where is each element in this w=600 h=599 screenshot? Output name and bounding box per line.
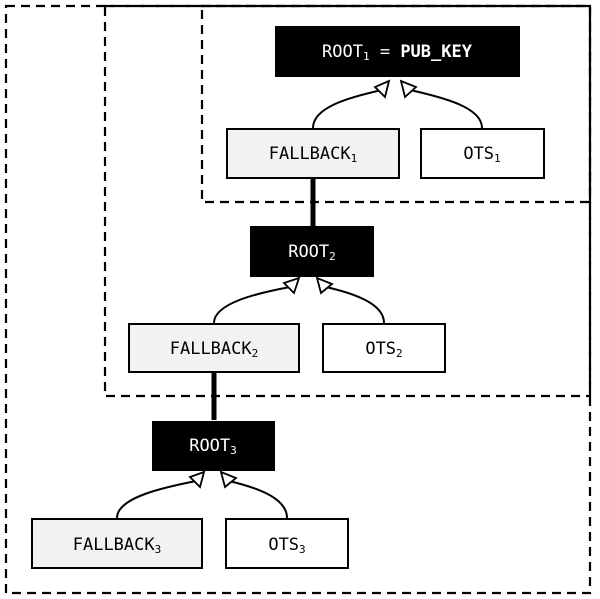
arrow-fallback3-to-root3	[116, 480, 197, 519]
ots-2-label: OTS2	[365, 339, 402, 360]
ots-1-node: OTS1	[420, 128, 545, 179]
ots-1-label: OTS1	[463, 144, 500, 165]
arrow-fallback1-to-root1	[312, 89, 383, 129]
frame-level-2	[103, 4, 592, 398]
arrow-head-ots1-to-root1	[399, 79, 418, 99]
fallback-1-label: FALLBACK1	[269, 144, 358, 165]
arrow-head-ots3-to-root3	[219, 470, 238, 489]
root-2-node: ROOT2	[250, 226, 374, 277]
root-2-label: ROOT2	[288, 242, 336, 263]
arrow-ots1-to-root1	[409, 89, 483, 129]
arrow-fallback2-to-root2	[213, 286, 291, 324]
pub-key-label: PUB_KEY	[400, 42, 472, 62]
root-3-label: ROOT3	[189, 436, 237, 457]
outer-frame-level-3	[4, 4, 592, 595]
arrow-head-ots2-to-root2	[315, 276, 334, 295]
ots-3-label: OTS3	[268, 535, 305, 556]
root-1-node: ROOT1 = PUB_KEY	[275, 26, 520, 77]
ots-2-node: OTS2	[322, 323, 446, 373]
fallback-3-label: FALLBACK3	[73, 535, 162, 556]
arrow-head-fallback1-to-root1	[373, 79, 391, 99]
root-3-node: ROOT3	[152, 421, 275, 471]
arrow-ots2-to-root2	[325, 286, 385, 324]
frame-level-1	[200, 4, 592, 204]
root-1-label: ROOT1 = PUB_KEY	[322, 42, 473, 63]
arrow-ots3-to-root3	[228, 480, 288, 519]
ots-3-node: OTS3	[225, 518, 349, 569]
arrow-head-fallback2-to-root2	[282, 276, 301, 295]
arrow-head-fallback3-to-root3	[188, 470, 206, 489]
fallback-2-label: FALLBACK2	[170, 339, 259, 360]
fallback-3-node: FALLBACK3	[31, 518, 203, 569]
fallback-1-node: FALLBACK1	[226, 128, 400, 179]
fallback-2-node: FALLBACK2	[128, 323, 300, 373]
